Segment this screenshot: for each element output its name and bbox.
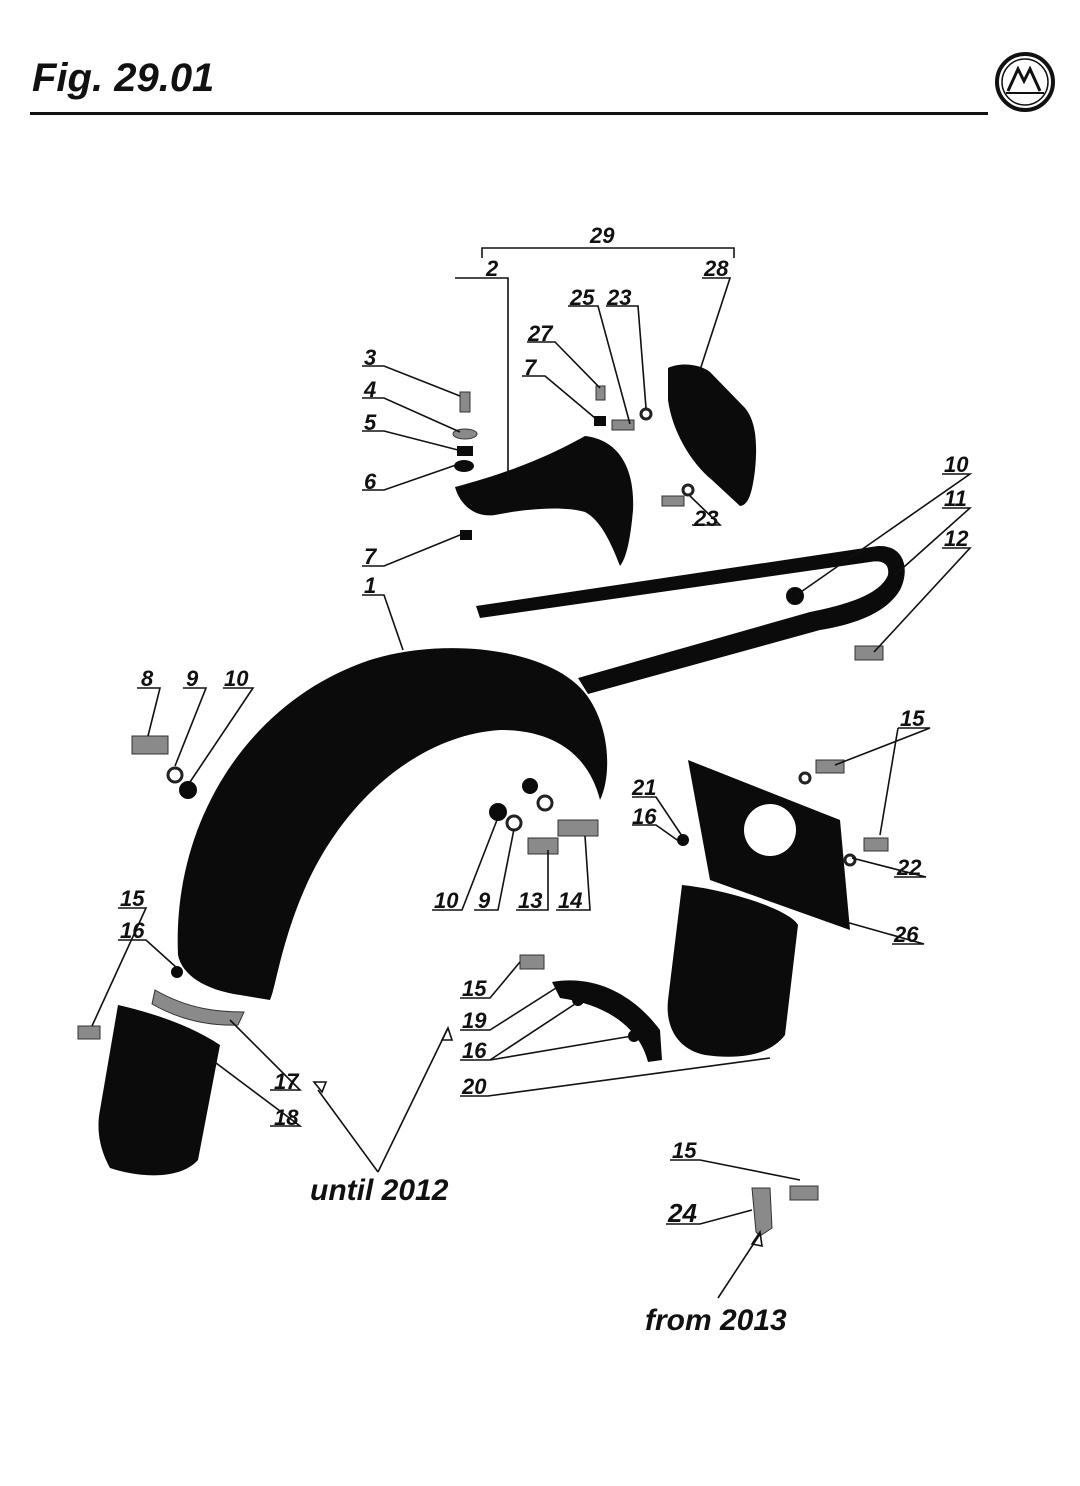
nut-10b [179, 781, 197, 799]
callout-15b: 15 [120, 886, 145, 911]
brand-emblem-icon [995, 52, 1055, 112]
bolt-15d [519, 954, 545, 970]
callout-23a: 23 [606, 285, 631, 310]
nut-10c [489, 803, 507, 821]
callout-14: 14 [558, 888, 582, 913]
callout-23b: 23 [693, 506, 718, 531]
callout-12: 12 [944, 526, 969, 551]
callout-7a: 7 [524, 355, 538, 380]
washer-9b [505, 814, 523, 832]
callout-13: 13 [518, 888, 542, 913]
washer-23a [639, 407, 653, 421]
number-plate-bracket-part [668, 364, 757, 506]
callout-7b: 7 [364, 544, 378, 569]
bolt-13 [527, 837, 559, 855]
note-from-2013: from 2013 [645, 1304, 787, 1337]
bolt-15b [863, 837, 889, 852]
figure-header: Fig. 29.01 [0, 0, 1080, 130]
nut-16b [171, 966, 183, 978]
washer-23b [681, 483, 695, 497]
callout-17: 17 [274, 1069, 300, 1094]
strap-part [552, 980, 662, 1062]
mount-plate-part [455, 436, 634, 566]
support-strip-part [151, 989, 245, 1026]
bolt-27 [595, 385, 606, 401]
callout-16b: 16 [120, 918, 145, 943]
rubber-6 [454, 460, 474, 472]
nut-16c [572, 994, 584, 1006]
callout-16a: 16 [632, 804, 657, 829]
callout-4: 4 [363, 377, 376, 402]
nut-7b [594, 416, 606, 426]
callout-26: 26 [893, 922, 919, 947]
callout-9b: 9 [478, 888, 491, 913]
clip-24 [751, 1187, 773, 1237]
rear-mudguard-part [177, 648, 608, 1000]
mud-flap-part [667, 885, 798, 1057]
nut-16d [628, 1030, 640, 1042]
rear-flap-part [98, 1005, 220, 1176]
nut-5 [457, 446, 473, 456]
callout-5: 5 [364, 410, 377, 435]
callout-8: 8 [141, 666, 154, 691]
callout-15c: 15 [462, 976, 487, 1001]
bolt-23b [661, 495, 685, 507]
bolt-15c [77, 1025, 101, 1040]
callout-10c: 10 [434, 888, 459, 913]
nut-10a [786, 587, 804, 605]
callout-9a: 9 [186, 666, 199, 691]
bolt-25 [611, 419, 635, 431]
washer-15a [798, 771, 812, 785]
callout-labels: 29 2 28 25 23 27 7 3 4 5 6 23 10 11 12 7… [120, 223, 969, 1228]
grab-rail-part [476, 545, 905, 694]
callout-16c: 16 [462, 1038, 487, 1063]
nut-16a [677, 834, 689, 846]
figure-title: Fig. 29.01 [32, 56, 215, 100]
nut-14a [522, 778, 538, 794]
callout-28: 28 [703, 256, 729, 281]
bolt-14 [557, 819, 599, 837]
callout-6: 6 [364, 469, 377, 494]
callout-24: 24 [667, 1198, 697, 1228]
bolt-8 [131, 735, 169, 755]
bolt-3 [459, 391, 471, 413]
callout-11: 11 [944, 486, 967, 511]
callout-15a: 15 [900, 706, 925, 731]
washer-9a [166, 766, 184, 784]
callout-18: 18 [274, 1105, 299, 1130]
washer-14 [536, 794, 554, 812]
washer-22 [843, 853, 857, 867]
callout-15d: 15 [672, 1138, 697, 1163]
leader-lines [91, 247, 973, 1299]
callout-27: 27 [527, 321, 554, 346]
plate-hole [744, 804, 796, 856]
callout-29: 29 [589, 223, 615, 248]
callout-19: 19 [462, 1008, 487, 1033]
title-underline [30, 112, 988, 115]
note-until-2012: until 2012 [310, 1174, 449, 1207]
callout-22: 22 [896, 855, 922, 880]
callout-25: 25 [569, 285, 595, 310]
fastener-set [77, 385, 889, 1237]
callout-2: 2 [485, 256, 499, 281]
callout-10a: 10 [944, 452, 969, 477]
callout-1: 1 [364, 573, 376, 598]
bolt-15e [789, 1185, 819, 1201]
bolt-12 [854, 645, 884, 661]
callout-21: 21 [631, 775, 656, 800]
callout-3: 3 [364, 345, 376, 370]
bolt-15a [815, 759, 845, 774]
callout-20: 20 [461, 1074, 487, 1099]
nut-7a [460, 530, 472, 540]
callout-10b: 10 [224, 666, 249, 691]
